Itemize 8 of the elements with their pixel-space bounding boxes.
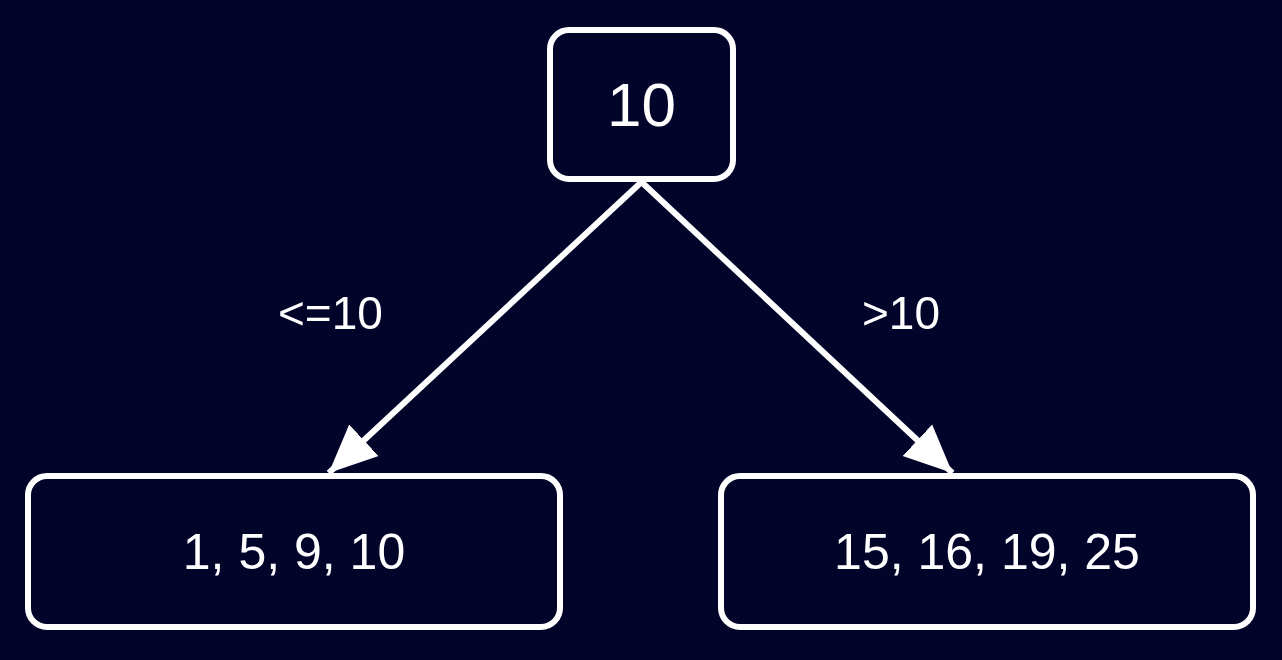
node-label: 10 xyxy=(607,69,676,140)
arrow xyxy=(326,179,644,476)
node-label: 15, 16, 19, 25 xyxy=(834,522,1140,581)
process-box xyxy=(718,473,1256,630)
process-box xyxy=(547,27,736,182)
process-box xyxy=(25,473,563,630)
arrow xyxy=(639,179,955,476)
node-label: 1, 5, 9, 10 xyxy=(182,522,406,581)
